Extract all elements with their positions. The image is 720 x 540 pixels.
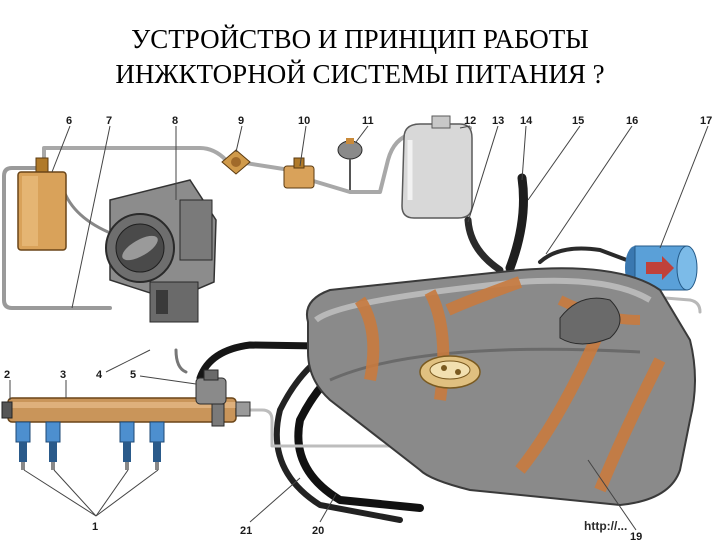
- callout-16: 16: [626, 115, 638, 127]
- callout-10: 10: [298, 115, 310, 127]
- vacuum-line: [174, 348, 188, 374]
- callout-8: 8: [172, 115, 178, 127]
- leader-lines: [9, 125, 709, 531]
- pressure-regulator: [195, 369, 227, 427]
- rail-feed-line: [196, 341, 324, 382]
- fuel-rail: [1, 397, 251, 423]
- callout-13: 13: [492, 115, 504, 127]
- callout-14: 14: [520, 115, 533, 127]
- callout-20: 20: [312, 525, 324, 537]
- injector: [119, 421, 135, 470]
- injector: [149, 421, 165, 470]
- separator-valve: [283, 157, 315, 189]
- separator-pipe-13: [464, 216, 504, 274]
- callout-1: 1: [92, 521, 98, 533]
- throttle-body: [105, 179, 217, 323]
- callout-15: 15: [572, 115, 584, 127]
- callout-2: 2: [4, 369, 10, 381]
- callout-12: 12: [464, 115, 476, 127]
- injector: [15, 421, 31, 470]
- callout-11: 11: [362, 115, 374, 127]
- adsorber-canister: [17, 157, 67, 251]
- callout-3: 3: [60, 369, 66, 381]
- callout-5: 5: [130, 369, 136, 381]
- callout-numbers: 6 7 8 9 10 11 12 13 14 15 16 17 2 3 4 5 …: [4, 115, 712, 540]
- watermark: http://...: [584, 519, 627, 533]
- callout-7: 7: [106, 115, 112, 127]
- title-line-1: УСТРОЙСТВО И ПРИНЦИП РАБОТЫ: [131, 24, 589, 54]
- separator-tank: [401, 115, 473, 219]
- callout-6: 6: [66, 115, 72, 127]
- callout-19: 19: [630, 531, 642, 540]
- separator-pipe-14: [505, 173, 528, 273]
- purge-line: [60, 183, 110, 234]
- supply-line-filter-in: [538, 246, 634, 264]
- callout-4: 4: [96, 369, 103, 381]
- two-way-valve: [221, 149, 251, 175]
- callout-9: 9: [238, 115, 244, 127]
- fuel-injectors: [15, 421, 165, 470]
- vapor-line-left: [2, 166, 112, 310]
- title-line-2: ИНЖКТОРНОЙ СИСТЕМЫ ПИТАНИЯ ?: [115, 59, 605, 89]
- gravity-valve: [337, 138, 363, 190]
- callout-21: 21: [240, 525, 252, 537]
- callout-17: 17: [700, 115, 712, 127]
- injector: [45, 421, 61, 470]
- slide-title: УСТРОЙСТВО И ПРИНЦИП РАБОТЫ ИНЖКТОРНОЙ С…: [0, 22, 720, 92]
- fuel-tank: [306, 267, 696, 507]
